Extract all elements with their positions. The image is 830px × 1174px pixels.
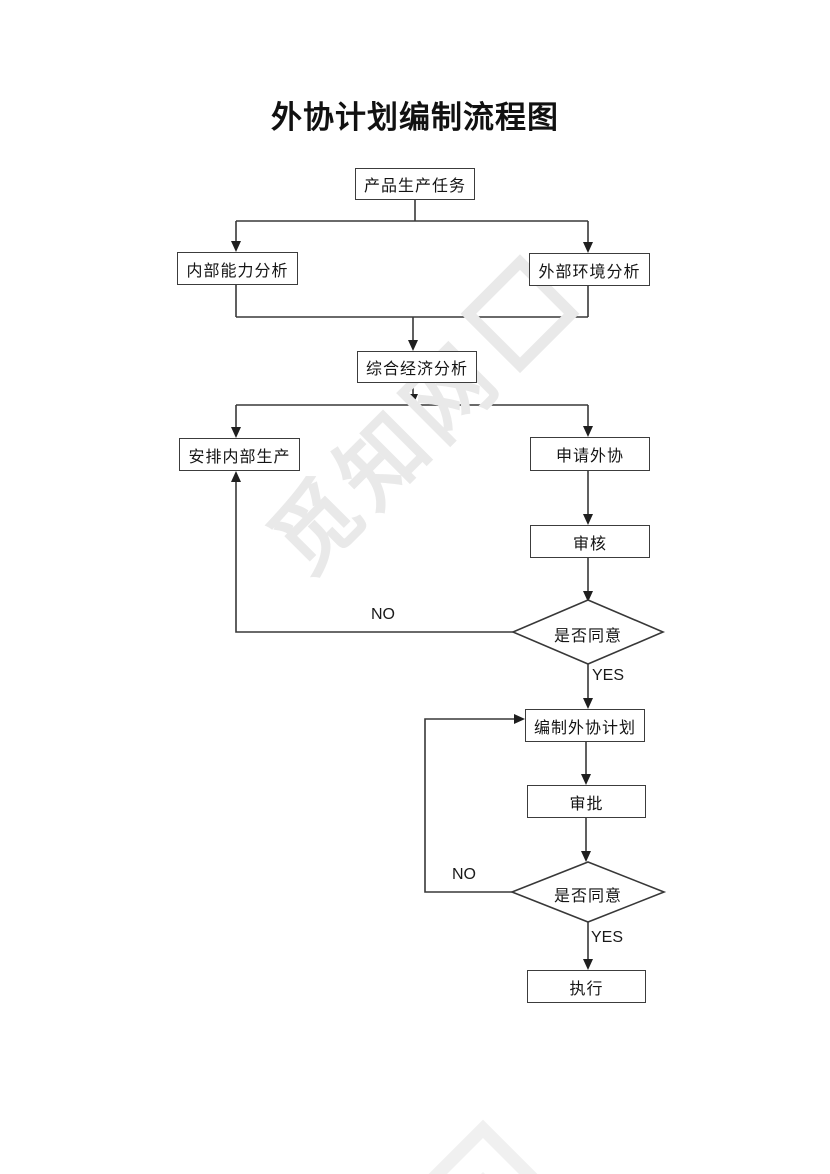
edge-label-yes2: YES — [591, 929, 624, 946]
arrowhead-into-external — [583, 242, 593, 253]
page-title: 外协计划编制流程图 — [271, 100, 559, 135]
edge-label-yes1: YES — [592, 667, 625, 684]
arrowhead-into-review — [583, 514, 593, 525]
edge-label-no1: NO — [371, 606, 395, 623]
arrowhead-into-decision1 — [583, 591, 593, 602]
node-comprehensive-economic: 综合经济分析 — [357, 351, 477, 383]
arrowhead-into-arrange — [231, 427, 241, 438]
node-internal-capability: 内部能力分析 — [177, 252, 298, 285]
node-review: 审核 — [530, 525, 650, 558]
node-execute-label: 执行 — [569, 980, 604, 998]
node-external-environment-label: 外部环境分析 — [538, 263, 641, 281]
node-product-task-label: 产品生产任务 — [363, 178, 466, 195]
arrowhead-into-economic — [408, 340, 418, 351]
node-compile-plan: 编制外协计划 — [525, 709, 645, 742]
decision2-label: 是否同意 — [553, 888, 622, 905]
arrowhead-into-compile — [583, 698, 593, 709]
node-approve: 审批 — [527, 785, 646, 818]
node-internal-capability-label: 内部能力分析 — [186, 262, 289, 280]
node-arrange-internal-label: 安排内部生产 — [188, 448, 291, 466]
loop-no1 — [235, 477, 513, 633]
node-product-task: 产品生产任务 — [355, 168, 475, 200]
node-review-label: 审核 — [572, 535, 607, 553]
arrowhead-onto-split — [408, 394, 418, 405]
arrowhead-up-into-arrange — [231, 471, 241, 482]
node-compile-plan-label: 编制外协计划 — [533, 719, 636, 737]
arrowhead-into-internal — [231, 241, 241, 252]
arrowhead-into-decision2 — [581, 851, 591, 862]
node-arrange-internal: 安排内部生产 — [179, 438, 300, 471]
node-apply-outsourcing: 申请外协 — [530, 437, 650, 471]
node-comprehensive-economic-label: 综合经济分析 — [365, 361, 468, 378]
decision1-label: 是否同意 — [553, 628, 622, 645]
decision2-diamond — [509, 861, 667, 923]
loop-no2 — [424, 718, 518, 893]
node-apply-outsourcing-label: 申请外协 — [555, 448, 624, 465]
arrowhead-into-apply — [583, 426, 593, 437]
node-execute: 执行 — [527, 970, 646, 1003]
edge-label-no2: NO — [452, 866, 476, 883]
arrowhead-into-execute — [583, 959, 593, 970]
arrowhead-into-approve — [581, 774, 591, 785]
decision1-diamond — [510, 599, 666, 665]
node-external-environment: 外部环境分析 — [529, 253, 650, 286]
node-approve-label: 审批 — [569, 795, 604, 813]
arrowhead-right-into-compile — [514, 714, 525, 724]
